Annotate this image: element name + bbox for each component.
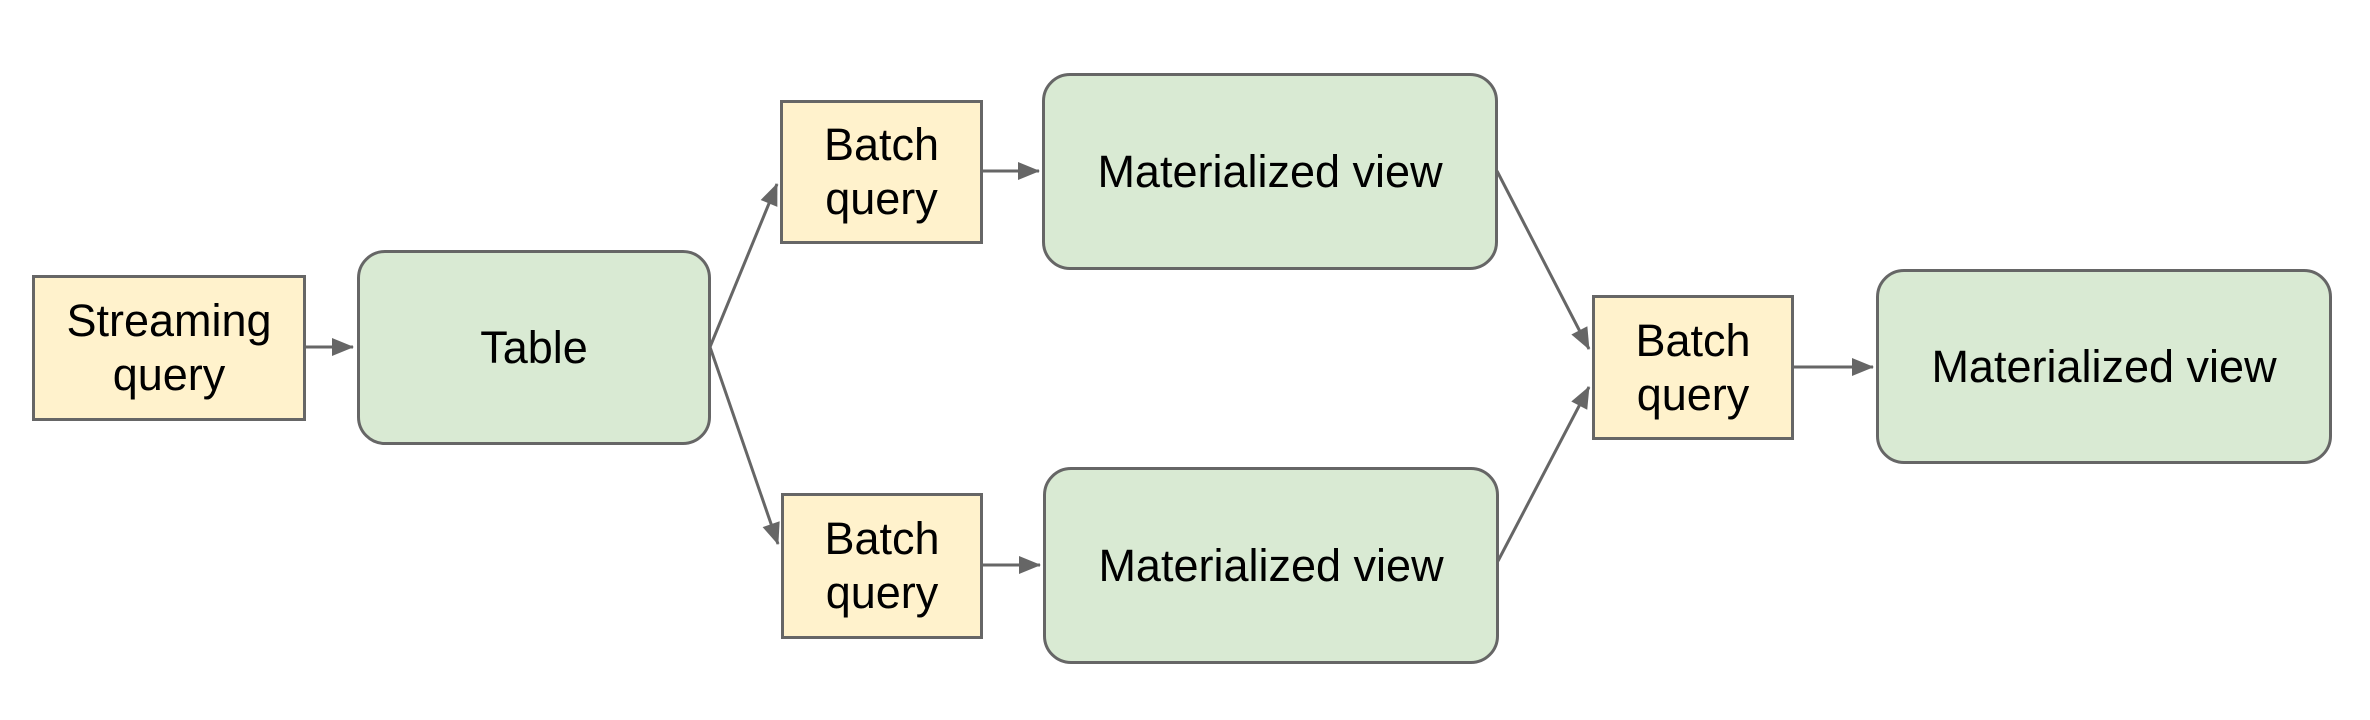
edge-table-to-batch-query-bottom (708, 346, 780, 545)
node-materialized-view-bottom: Materialized view (1043, 467, 1499, 664)
node-batch-query-right-label: Batch query (1635, 314, 1751, 420)
node-batch-query-right: Batch query (1592, 295, 1794, 440)
node-materialized-view-top-label: Materialized view (1097, 145, 1443, 197)
edge-table-to-batch-query-top (708, 183, 779, 348)
node-batch-query-bottom: Batch query (781, 493, 983, 639)
node-table-label: Table (480, 321, 588, 373)
node-materialized-view-top: Materialized view (1042, 73, 1498, 270)
edge-mv-top-to-batch-query-right (1495, 170, 1591, 350)
node-batch-query-bottom-label: Batch query (824, 513, 940, 618)
node-streaming-query: Streaming query (32, 275, 306, 421)
node-materialized-view-bottom-label: Materialized view (1098, 539, 1444, 591)
node-streaming-query-label: Streaming query (66, 295, 272, 400)
edge-mv-bottom-to-batch-query-right (1496, 386, 1591, 562)
node-materialized-view-right-label: Materialized view (1931, 340, 2277, 392)
node-table: Table (357, 250, 711, 445)
node-batch-query-top-label: Batch query (823, 119, 940, 224)
node-batch-query-top: Batch query (780, 100, 983, 244)
node-materialized-view-right: Materialized view (1876, 269, 2332, 464)
